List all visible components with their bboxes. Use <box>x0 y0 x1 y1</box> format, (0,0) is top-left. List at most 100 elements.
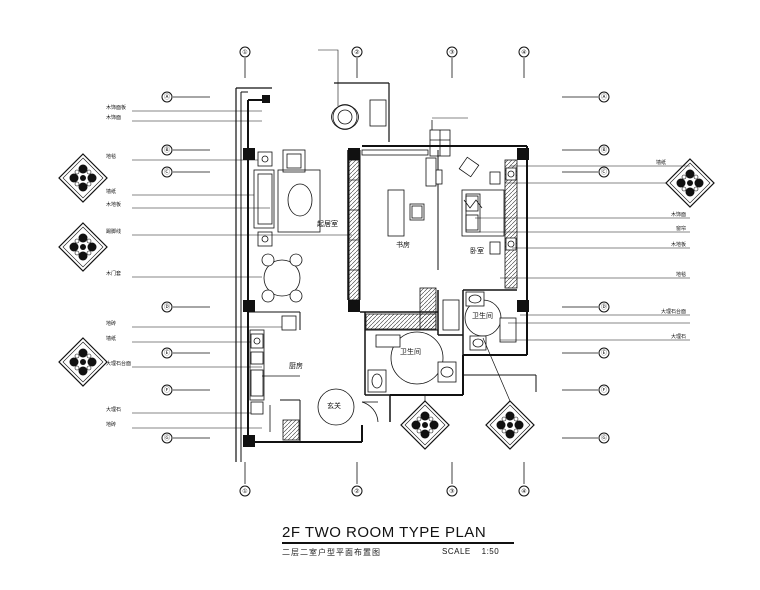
grid-bubble-bottom-4 <box>518 485 530 497</box>
kitchen-furniture <box>249 315 300 432</box>
label-right-6: 大理石台面 <box>661 308 686 315</box>
living-furniture <box>253 99 387 303</box>
grid-label-right-d: Ⓓ <box>601 303 607 311</box>
label-left-6: 踢脚线 <box>106 228 121 235</box>
left-leaders <box>132 110 352 429</box>
grid-bubble-left-c <box>161 166 173 178</box>
label-right-1: 墙纸 <box>656 159 666 166</box>
label-left-4: 墙纸 <box>106 188 116 195</box>
study-furniture <box>387 157 443 237</box>
label-right-5: 地毯 <box>676 271 686 278</box>
grid-bubble-right-d <box>598 301 610 313</box>
tile-icon-left-1 <box>58 153 108 203</box>
entry-circle <box>317 388 355 426</box>
grid-bubble-left-a <box>161 91 173 103</box>
tile-icon-bottom-1 <box>400 400 450 450</box>
grid-label-top-2: ② <box>354 49 359 56</box>
grid-label-right-g: Ⓖ <box>601 434 607 442</box>
study-window <box>361 120 451 157</box>
grid-label-bottom-1: ① <box>242 488 247 495</box>
label-right-4: 木地板 <box>671 241 686 248</box>
grid-bubble-top-3 <box>446 46 458 58</box>
drawing-title-block: 2F TWO ROOM TYPE PLAN 二层二室户型平面布置图 SCALE … <box>282 524 514 560</box>
grid-bubble-left-g <box>161 432 173 444</box>
grid-bubble-right-f <box>598 384 610 396</box>
grid-bubble-right-e <box>598 347 610 359</box>
plant <box>332 104 358 130</box>
grid-label-bottom-4: ④ <box>521 488 526 495</box>
grid-label-top-3: ③ <box>449 49 454 56</box>
label-left-1: 木饰面板 <box>106 104 126 111</box>
grid-bubble-right-c <box>598 166 610 178</box>
grid-label-left-d: Ⓓ <box>164 303 170 311</box>
grid-label-right-a: Ⓐ <box>601 93 607 101</box>
label-right-3: 窗帘 <box>676 225 686 232</box>
entry-area <box>317 388 379 426</box>
drawing-title: 2F TWO ROOM TYPE PLAN <box>282 524 487 541</box>
grid-label-right-b: Ⓑ <box>601 146 607 154</box>
grid-label-right-e: Ⓔ <box>601 349 607 357</box>
grid-bubble-right-b <box>598 144 610 156</box>
label-left-3: 地毯 <box>106 153 116 160</box>
scale-value: 1:50 <box>481 547 500 556</box>
tile-icon-left-2 <box>58 222 108 272</box>
grid-bubble-bottom-2 <box>351 485 363 497</box>
grid-rows <box>173 96 598 439</box>
subtitle-row: 二层二室户型平面布置图 SCALE 1:50 <box>282 546 514 560</box>
coffee-table <box>287 183 313 217</box>
label-left-2: 木饰面 <box>106 114 121 121</box>
grid-bubble-right-a <box>598 91 610 103</box>
hatched-walls <box>282 159 518 441</box>
exterior-walls <box>235 82 537 462</box>
armchair <box>282 149 306 173</box>
grid-label-top-4: ④ <box>521 49 526 56</box>
top-leaders <box>318 49 468 119</box>
drawing-subtitle-cn: 二层二室户型平面布置图 <box>282 548 381 557</box>
grid-label-right-f: Ⓕ <box>601 386 607 394</box>
grid-bubble-top-2 <box>351 46 363 58</box>
label-left-12: 地砖 <box>106 421 116 428</box>
dining-table <box>263 259 301 297</box>
bedroom-chair <box>458 156 480 178</box>
label-left-5: 木地板 <box>106 201 121 208</box>
study-cabinet <box>348 159 360 301</box>
interior-walls <box>248 150 517 442</box>
grid-bubble-bottom-3 <box>446 485 458 497</box>
grid-bubble-top-4 <box>518 46 530 58</box>
grid-label-left-a: Ⓐ <box>164 93 170 101</box>
grid-label-left-g: Ⓖ <box>164 434 170 442</box>
sofa <box>253 169 275 229</box>
right-leaders <box>475 165 690 341</box>
grid-bubble-left-d <box>161 301 173 313</box>
grid-label-left-b: Ⓑ <box>164 146 170 154</box>
label-left-11: 大理石 <box>106 406 121 413</box>
room-label-living: 起居室 <box>317 219 338 228</box>
grid-label-right-c: Ⓒ <box>601 168 607 176</box>
bedroom-furniture <box>458 156 517 255</box>
guest-bathroom <box>367 331 457 393</box>
grid-bubble-right-g <box>598 432 610 444</box>
grid-label-left-f: Ⓕ <box>164 386 170 394</box>
grid-bubble-top-1 <box>239 46 251 58</box>
room-label-bath-guest: 卫生间 <box>400 347 421 356</box>
room-label-bedroom: 卧室 <box>470 246 484 255</box>
tile-icon-bottom-2 <box>485 400 535 450</box>
label-right-7: 大理石 <box>671 333 686 340</box>
scale-indicator: SCALE 1:50 <box>442 547 499 556</box>
structural-columns <box>243 95 529 447</box>
room-label-bath-master: 卫生间 <box>472 311 493 320</box>
label-left-7: 木门套 <box>106 270 121 277</box>
scale-label: SCALE <box>442 547 471 556</box>
label-left-9: 墙纸 <box>106 335 116 342</box>
grid-row-bubbles <box>161 91 610 444</box>
grid-bubble-left-e <box>161 347 173 359</box>
room-label-study: 书房 <box>396 240 410 249</box>
room-label-entry: 玄关 <box>327 401 341 410</box>
tile-pointer-lines <box>424 337 511 402</box>
grid-column-bubbles <box>239 46 530 497</box>
title-underline <box>282 542 514 544</box>
grid-columns <box>244 58 525 484</box>
master-bathroom <box>442 291 517 351</box>
label-left-8: 地砖 <box>106 320 116 327</box>
